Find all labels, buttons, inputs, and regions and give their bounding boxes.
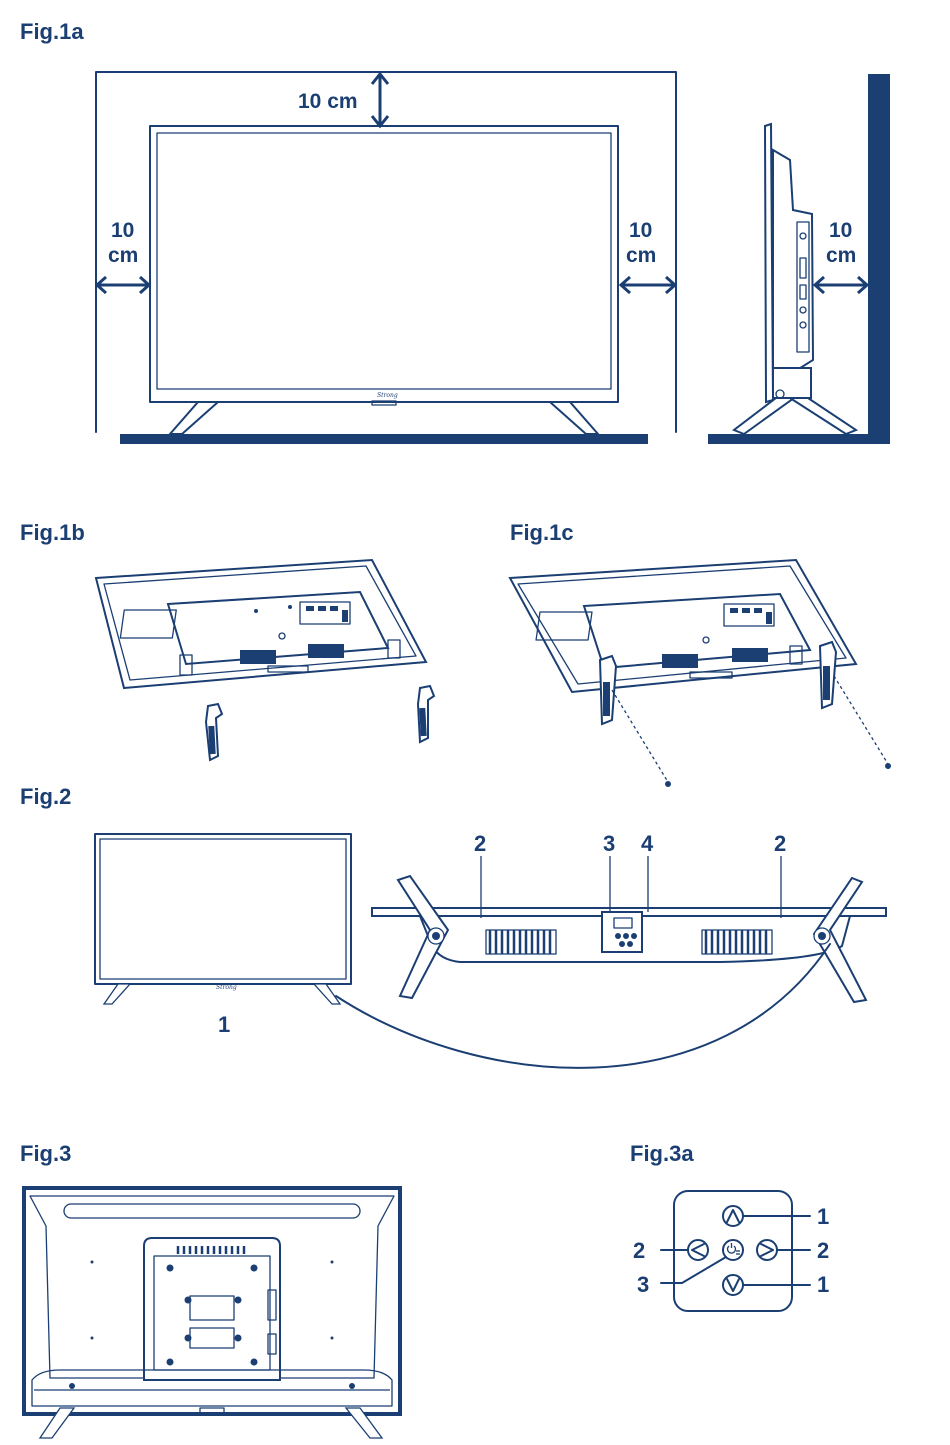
tv-side-panel bbox=[765, 124, 773, 402]
callout-2: 2 bbox=[774, 831, 786, 856]
left-gap-value: 10 bbox=[111, 219, 134, 242]
vesa-hole bbox=[251, 1265, 258, 1272]
fig3: Fig.3 bbox=[20, 1141, 400, 1438]
tv-right-foot bbox=[550, 402, 598, 434]
callout-1-up: 1 bbox=[817, 1204, 829, 1229]
fig1a-title: Fig.1a bbox=[20, 19, 84, 44]
fig2-front-tv: Strong 1 bbox=[95, 834, 351, 1037]
fig1a: Fig.1a Strong 10 cm bbox=[20, 19, 890, 444]
callout-3-power: 3 bbox=[637, 1272, 649, 1297]
fig1a-side-view: 10 cm bbox=[708, 74, 890, 444]
brand-logo: Strong bbox=[216, 984, 237, 991]
callout-2-left: 2 bbox=[633, 1238, 645, 1263]
fig3a-title: Fig.3a bbox=[630, 1141, 694, 1166]
vesa-hole bbox=[167, 1359, 174, 1366]
side-gap-arrow bbox=[815, 277, 867, 293]
fig3a: Fig.3a bbox=[630, 1141, 829, 1311]
side-gap-unit: cm bbox=[826, 244, 856, 267]
side-floor bbox=[708, 434, 870, 444]
rear-housing bbox=[144, 1238, 280, 1380]
left-gap-unit: cm bbox=[108, 244, 138, 267]
speaker-grille-left bbox=[240, 650, 276, 664]
up-arrow-icon[interactable] bbox=[723, 1206, 743, 1226]
screw-icon bbox=[885, 763, 891, 769]
fig3-tv-rear-view bbox=[24, 1188, 400, 1438]
callout-2-right: 2 bbox=[817, 1238, 829, 1263]
top-gap-arrow bbox=[372, 74, 388, 126]
vesa-hole bbox=[235, 1335, 242, 1342]
rear-top-slot bbox=[64, 1204, 360, 1218]
fig1b-tv-face-down bbox=[96, 560, 426, 688]
callout-4: 4 bbox=[641, 831, 654, 856]
tv-side-body bbox=[773, 150, 813, 400]
left-gap-arrow bbox=[97, 277, 149, 293]
fig2-underside-view: 2 3 4 2 bbox=[372, 831, 886, 1002]
right-gap-value: 10 bbox=[629, 219, 652, 242]
callout-1: 1 bbox=[218, 1012, 230, 1037]
top-gap-label: 10 cm bbox=[298, 90, 358, 113]
speaker-grille-right bbox=[732, 648, 768, 662]
side-front-foot bbox=[734, 398, 794, 434]
callout-3: 3 bbox=[603, 831, 615, 856]
down-arrow-icon[interactable] bbox=[723, 1275, 743, 1295]
speaker-grille-right bbox=[308, 644, 344, 658]
fig1c: Fig.1c bbox=[510, 520, 891, 787]
fig1c-screws bbox=[612, 676, 891, 787]
left-arrow-icon[interactable] bbox=[688, 1240, 708, 1260]
right-arrow-icon[interactable] bbox=[757, 1240, 777, 1260]
tv-right-foot bbox=[314, 984, 340, 1004]
screw-icon bbox=[665, 781, 671, 787]
fig1b: Fig.1b bbox=[20, 520, 434, 760]
side-back-foot bbox=[790, 398, 856, 434]
fig1b-stand-feet bbox=[206, 686, 434, 760]
tv-left-foot bbox=[170, 402, 218, 434]
side-gap-value: 10 bbox=[829, 219, 852, 242]
brand-logo: Strong bbox=[377, 392, 398, 399]
fig3-title: Fig.3 bbox=[20, 1141, 71, 1166]
right-gap-arrow bbox=[621, 277, 675, 293]
callout-1-down: 1 bbox=[817, 1272, 829, 1297]
vesa-hole bbox=[185, 1297, 192, 1304]
tv-front-bezel bbox=[150, 126, 618, 402]
callout-2: 2 bbox=[474, 831, 486, 856]
tv-front-screen bbox=[100, 839, 346, 979]
vesa-hole bbox=[251, 1359, 258, 1366]
control-keypad: 1 2 3 2 1 bbox=[633, 1191, 829, 1311]
fig2-title: Fig.2 bbox=[20, 784, 71, 809]
wall bbox=[868, 74, 890, 444]
fig1a-front-view: Strong 10 cm 10 cm bbox=[96, 72, 676, 444]
tv-front-screen bbox=[157, 133, 611, 389]
floor-surface bbox=[120, 434, 648, 444]
vesa-hole bbox=[185, 1335, 192, 1342]
fig1c-tv-face-down bbox=[510, 560, 856, 724]
tv-left-foot bbox=[104, 984, 130, 1004]
fig2: Fig.2 Strong 1 bbox=[20, 784, 886, 1068]
fig1b-title: Fig.1b bbox=[20, 520, 85, 545]
tv-front-bezel bbox=[95, 834, 351, 984]
right-gap-unit: cm bbox=[626, 244, 656, 267]
speaker-grille-left bbox=[662, 654, 698, 668]
vesa-hole bbox=[235, 1297, 242, 1304]
vesa-hole bbox=[167, 1265, 174, 1272]
tv-side-stand-neck bbox=[773, 368, 811, 398]
fig1c-title: Fig.1c bbox=[510, 520, 574, 545]
